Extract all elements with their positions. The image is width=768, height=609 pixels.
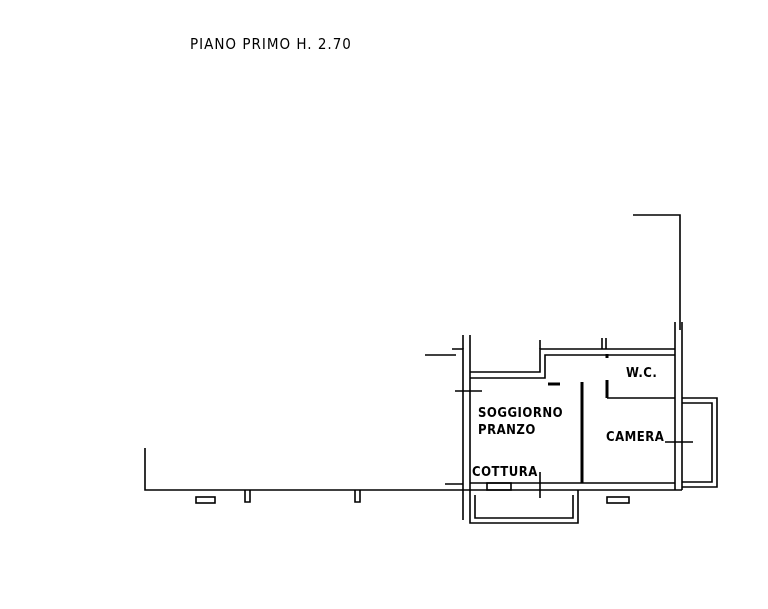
room-label-cottura: COTTURA	[472, 465, 538, 480]
room-label-pranzo: PRANZO	[478, 423, 536, 438]
exterior-outline	[144, 214, 681, 504]
room-label-wc: W.C.	[626, 366, 658, 381]
room-label-camera: CAMERA	[606, 430, 665, 445]
room-label-soggiorno: SOGGIORNO	[478, 406, 564, 421]
apartment-walls	[425, 322, 693, 520]
balconies	[469, 397, 718, 524]
plan-title: PIANO PRIMO H. 2.70	[190, 35, 352, 53]
